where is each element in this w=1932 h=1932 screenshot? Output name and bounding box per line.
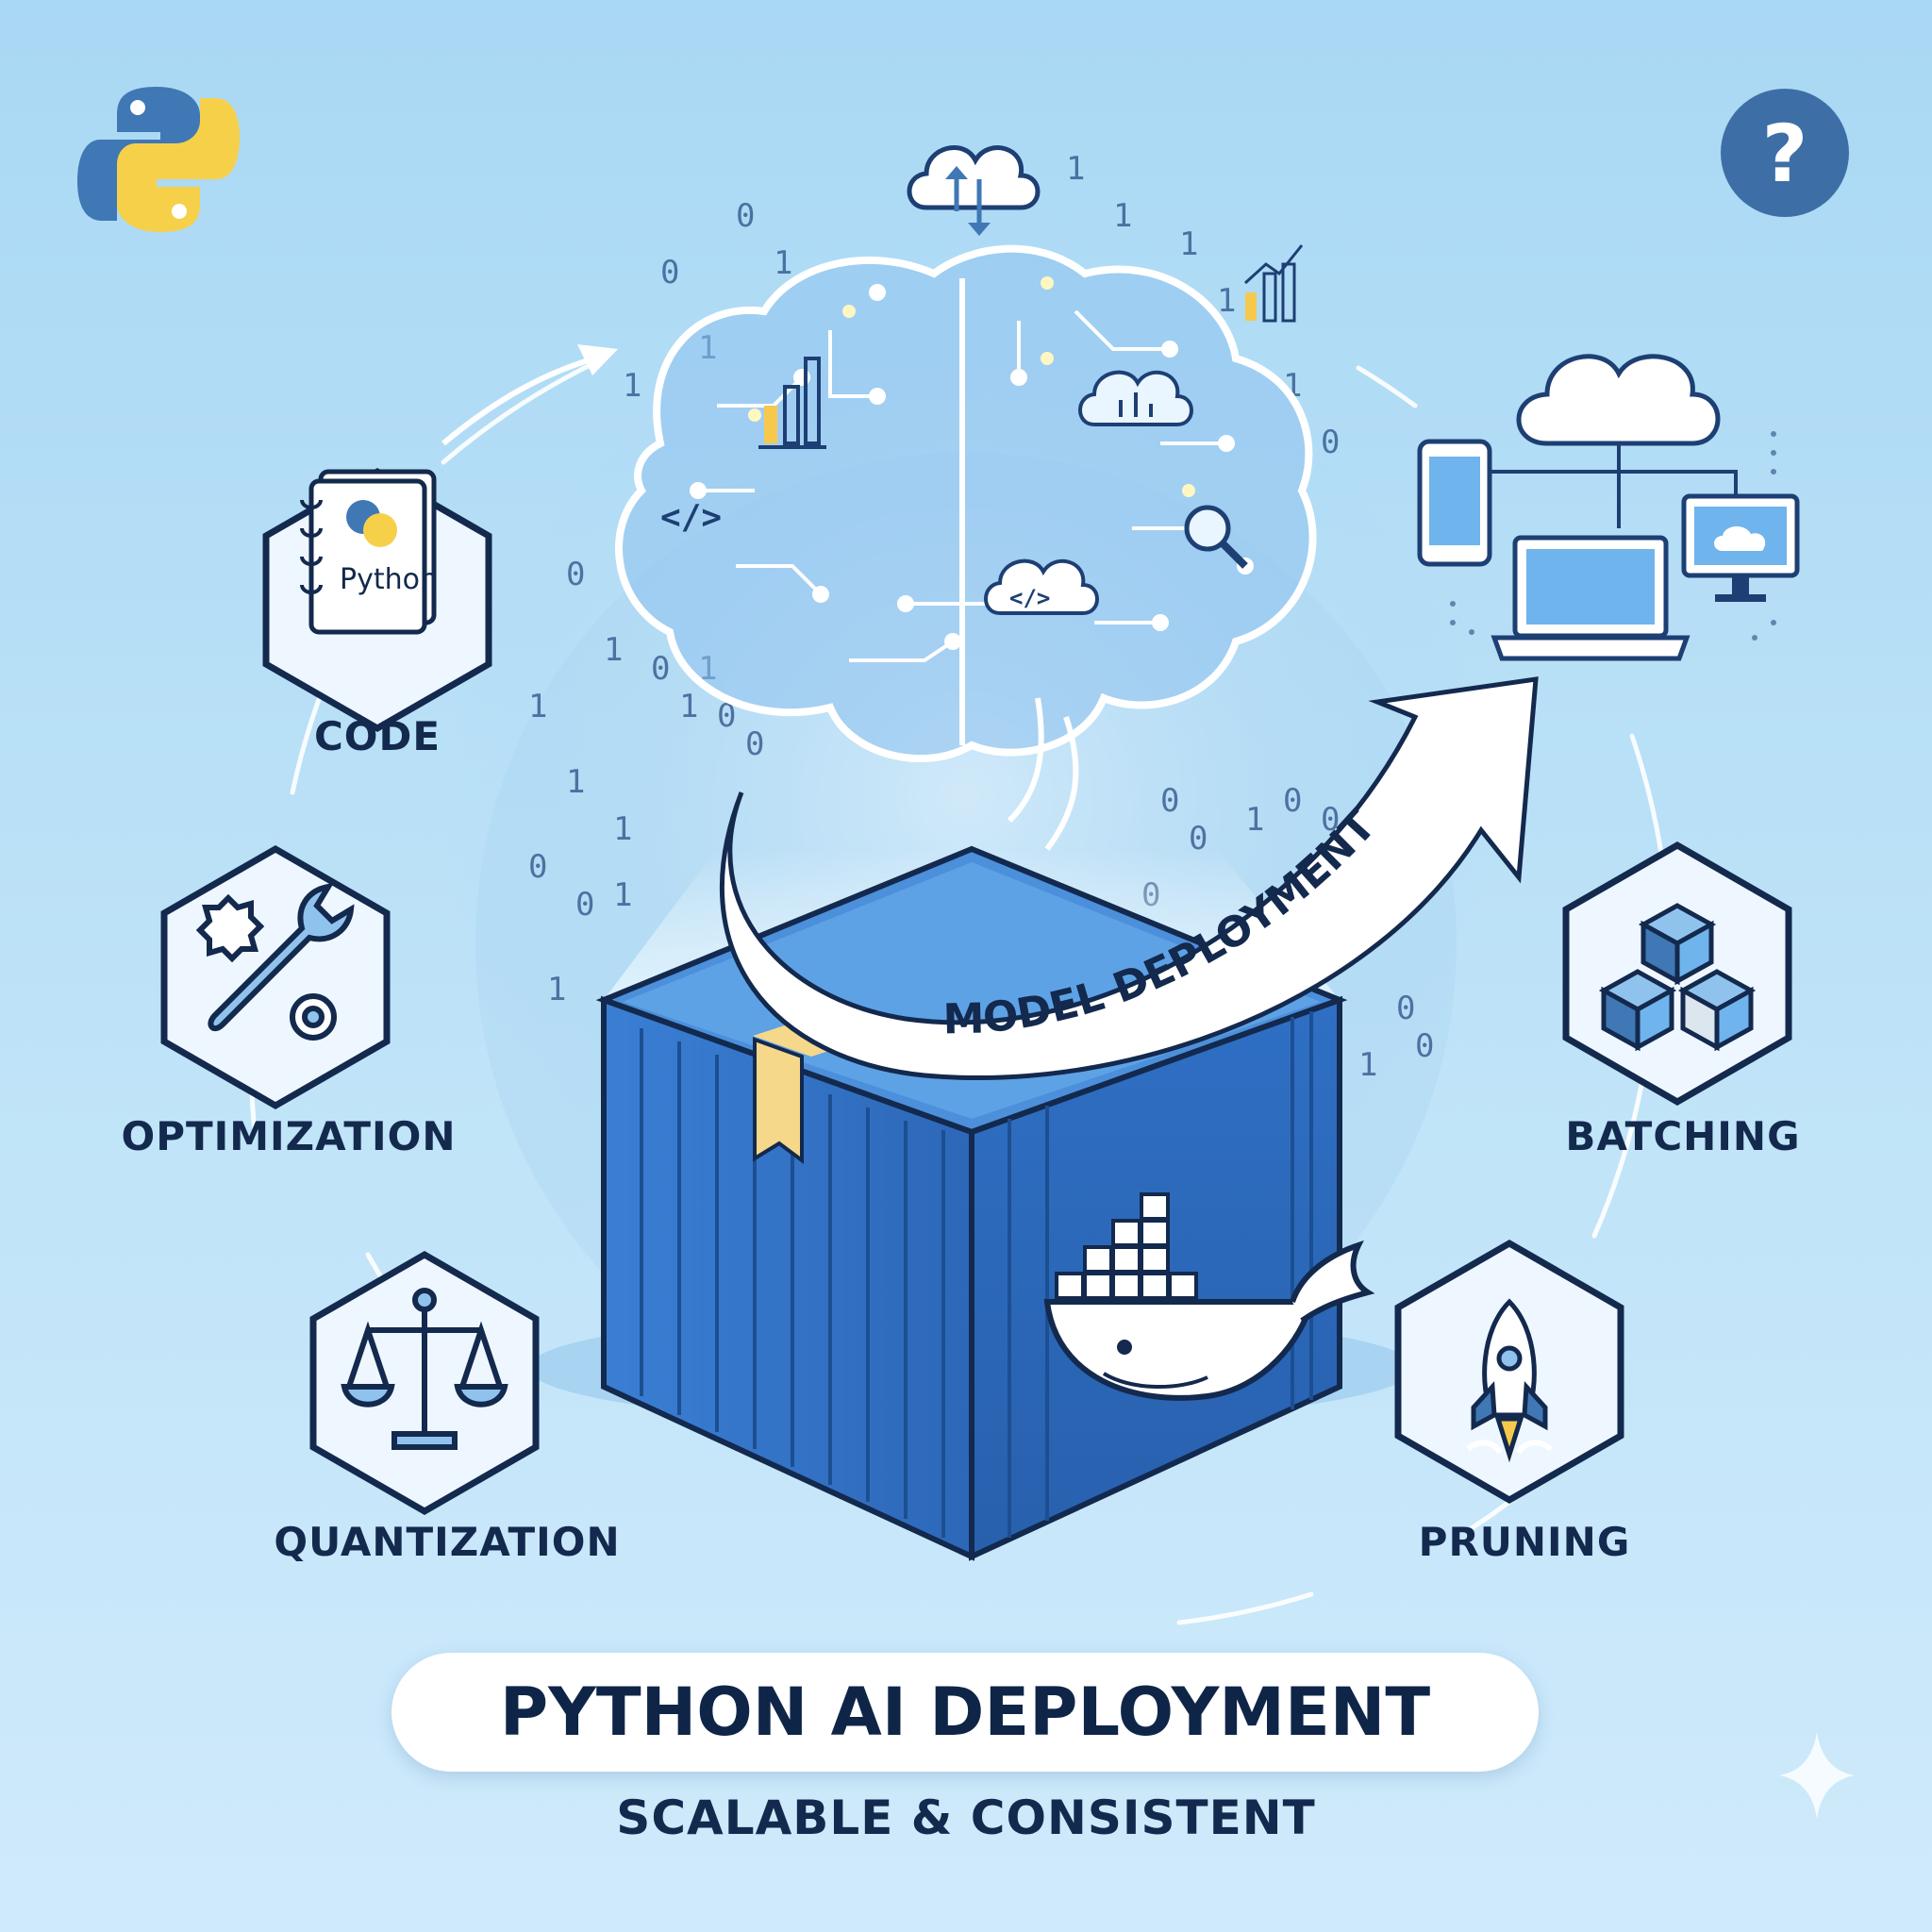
svg-text:0: 0: [1160, 782, 1179, 820]
sparkle-icon: [1779, 1732, 1855, 1819]
svg-text:1: 1: [774, 244, 792, 282]
title-banner: PYTHON AI DEPLOYMENT: [391, 1653, 1539, 1772]
svg-text:1: 1: [528, 688, 547, 725]
svg-text:1: 1: [1217, 282, 1236, 320]
svg-text:0: 0: [736, 197, 755, 235]
stage-label-pruning: PRUNING: [1418, 1519, 1631, 1565]
neural-brain-icon: </> </>: [615, 244, 1317, 851]
wrench-gear-icon: [195, 882, 355, 1041]
page-subtitle: SCALABLE & CONSISTENT: [616, 1790, 1316, 1845]
svg-text:1: 1: [547, 971, 566, 1008]
svg-text:1: 1: [604, 631, 623, 669]
svg-text:0: 0: [1321, 801, 1340, 839]
balance-scale-icon: [341, 1288, 508, 1450]
svg-text:?: ?: [1762, 108, 1808, 200]
svg-text:0: 0: [745, 725, 764, 763]
svg-text:1: 1: [1066, 150, 1085, 188]
svg-text:0: 0: [575, 886, 594, 924]
growth-chart-icon: [1243, 244, 1304, 323]
svg-text:1: 1: [1113, 197, 1132, 235]
rocket-icon: [1466, 1298, 1553, 1463]
svg-text:</>: </>: [660, 498, 722, 537]
svg-text:0: 0: [651, 650, 670, 688]
stacked-cubes-icon: [1598, 903, 1757, 1052]
stage-label-batching: BATCHING: [1565, 1113, 1801, 1159]
stage-pruning[interactable]: [1394, 1239, 1624, 1505]
svg-text:0: 0: [1283, 782, 1302, 820]
svg-text:0: 0: [660, 254, 679, 291]
svg-text:1: 1: [1245, 801, 1264, 839]
svg-text:1: 1: [566, 763, 585, 801]
svg-text:0: 0: [566, 556, 585, 593]
cycle-arrow-icon: [441, 344, 618, 446]
notebook-label: Python: [340, 563, 438, 596]
svg-text:0: 0: [528, 848, 547, 886]
cloud-upload-icon: [907, 145, 1041, 236]
svg-text:1: 1: [613, 876, 632, 914]
stage-label-quantization: QUANTIZATION: [274, 1519, 621, 1565]
svg-text:1: 1: [1179, 225, 1198, 263]
stage-optimization[interactable]: [160, 844, 391, 1110]
stage-quantization[interactable]: [309, 1250, 540, 1516]
python-notebook-icon: Python: [300, 469, 438, 635]
page-title: PYTHON AI DEPLOYMENT: [499, 1674, 1431, 1751]
svg-text:1: 1: [623, 367, 641, 405]
stage-batching[interactable]: [1562, 841, 1792, 1107]
svg-text:0: 0: [1415, 1027, 1434, 1065]
svg-text:1: 1: [1358, 1046, 1377, 1084]
svg-text:0: 0: [717, 697, 736, 735]
python-logo-icon: [77, 87, 240, 232]
svg-text:0: 0: [1396, 990, 1415, 1027]
stage-label-code: CODE: [313, 713, 441, 759]
binary-stream: 010 111 111 100 101 100 110 011 100 100 …: [528, 150, 1434, 1084]
stage-label-optimization: OPTIMIZATION: [121, 1113, 457, 1159]
svg-text:</>: </>: [1009, 585, 1050, 611]
svg-text:0: 0: [1321, 424, 1340, 461]
stage-code[interactable]: Python: [262, 467, 492, 733]
devices-network-icon: [1417, 354, 1800, 661]
svg-text:1: 1: [613, 810, 632, 848]
help-icon[interactable]: ?: [1721, 89, 1849, 217]
svg-text:0: 0: [1189, 820, 1208, 858]
svg-text:1: 1: [679, 688, 698, 725]
